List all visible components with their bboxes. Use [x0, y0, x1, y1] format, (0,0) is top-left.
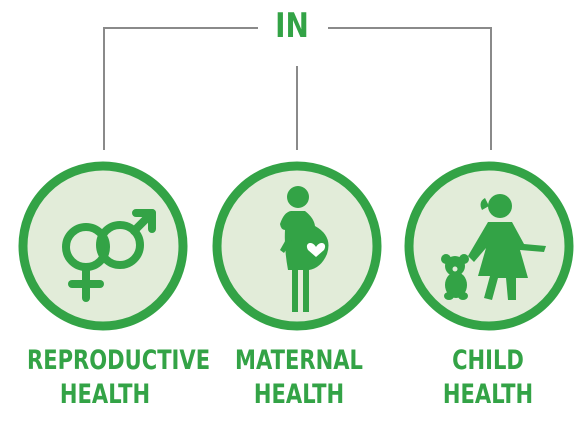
- category-label-line1: MATERNAL: [235, 345, 363, 376]
- gender-symbols-icon: [62, 209, 156, 302]
- connector-left: [103, 27, 258, 150]
- category-label-child: CHILD HEALTH: [410, 344, 566, 412]
- category-circle-maternal: [212, 161, 382, 331]
- category-circle-child: [404, 161, 574, 331]
- connector-right: [328, 27, 492, 150]
- category-label-line1: CHILD: [452, 345, 524, 376]
- category-label-line2: HEALTH: [59, 379, 151, 410]
- category-circle-reproductive: [18, 161, 188, 331]
- category-label-maternal: MATERNAL HEALTH: [221, 344, 377, 412]
- connector-lines: [103, 27, 492, 150]
- child-with-teddy-icon: [441, 194, 546, 300]
- category-label-line2: HEALTH: [253, 379, 345, 410]
- category-label-reproductive: REPRODUCTIVE HEALTH: [27, 344, 211, 412]
- category-label-line2: HEALTH: [442, 379, 534, 410]
- category-label-line1: REPRODUCTIVE: [27, 345, 211, 376]
- pregnant-woman-icon: [280, 186, 329, 312]
- diagram-title: IN: [275, 6, 309, 46]
